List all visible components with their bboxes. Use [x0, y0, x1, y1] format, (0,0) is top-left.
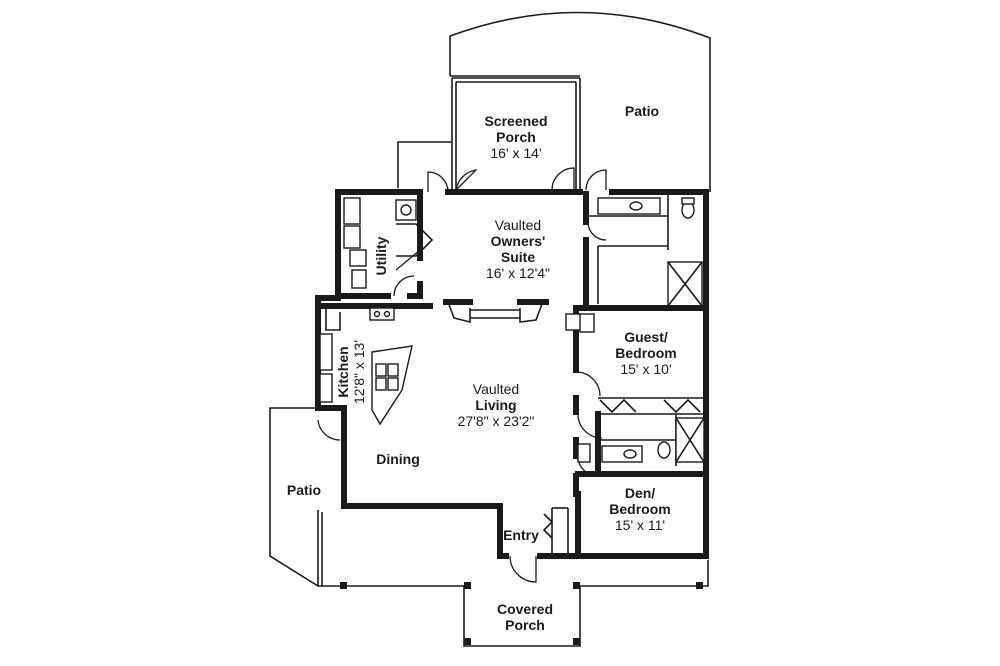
screened-porch-size: 16' x 14' — [490, 145, 541, 161]
dining-label: Dining — [376, 451, 420, 467]
entry-label: Entry — [503, 527, 539, 543]
patio-left-outline — [269, 407, 319, 587]
den-bedroom-label-2: Bedroom — [609, 501, 670, 517]
owners-suite-label-3: Suite — [501, 249, 535, 265]
screened-porch-label-1: Screened — [484, 113, 547, 129]
utility-label: Utility — [373, 236, 389, 275]
living-label-1: Vaulted — [473, 381, 519, 397]
owners-suite-label-2: Owners' — [491, 233, 546, 249]
fixtures — [319, 197, 701, 539]
living-label-2: Living — [475, 397, 516, 413]
guest-bedroom-size: 15' x 10' — [620, 361, 671, 377]
den-bedroom-size: 15' x 11' — [615, 517, 665, 533]
patio-top-outline — [449, 11, 711, 192]
patio-top-label: Patio — [625, 103, 659, 119]
covered-porch-label-2: Porch — [505, 617, 545, 633]
guest-bedroom-label-2: Bedroom — [615, 345, 676, 361]
exterior-walls — [315, 189, 709, 559]
owners-suite-size: 16' x 12'4" — [486, 265, 550, 281]
patio-left-label: Patio — [287, 482, 321, 498]
living-size: 27'8" x 23'2" — [458, 413, 535, 429]
interior-walls — [315, 191, 709, 556]
stoop-outline — [397, 141, 452, 188]
covered-porch-outline — [317, 510, 709, 647]
screened-porch-walls — [451, 77, 581, 190]
covered-porch-label-1: Covered — [497, 601, 553, 617]
kitchen-size: 12'8" x 13' — [351, 340, 367, 404]
guest-bedroom-label-1: Guest/ — [624, 329, 668, 345]
screened-porch-label-2: Porch — [496, 129, 536, 145]
owners-suite-label-1: Vaulted — [495, 217, 541, 233]
den-bedroom-label-1: Den/ — [625, 485, 655, 501]
kitchen-label: Kitchen — [335, 346, 351, 397]
